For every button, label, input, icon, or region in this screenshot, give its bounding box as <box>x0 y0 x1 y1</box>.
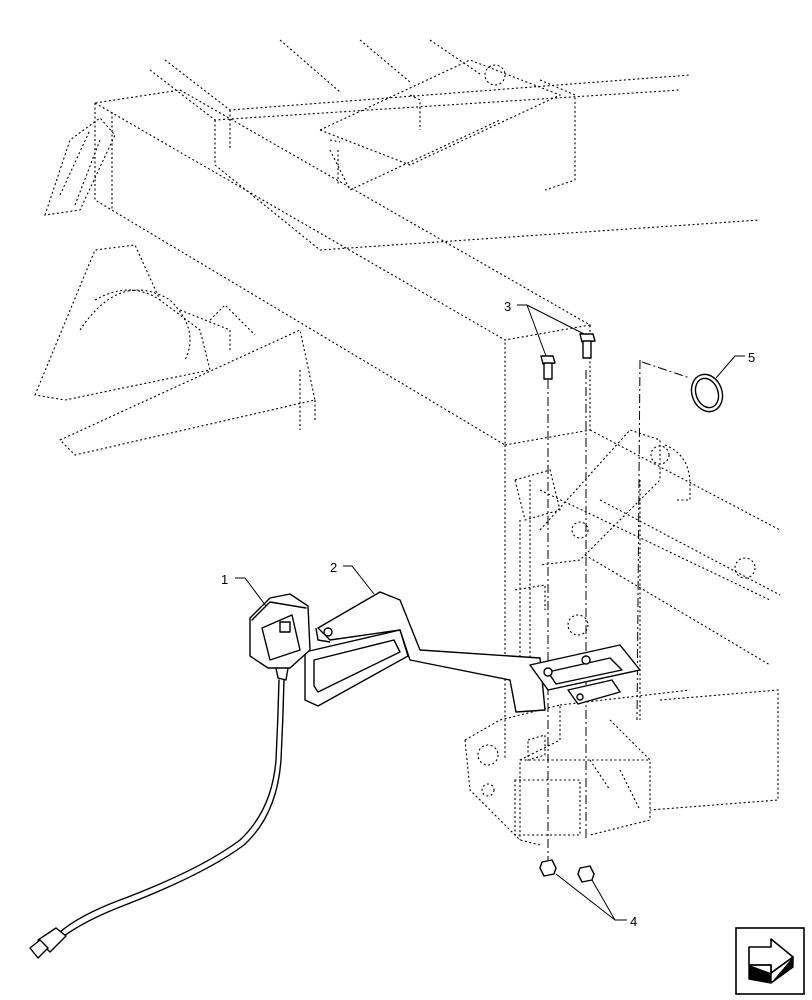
sensor-module-with-cable <box>29 593 311 959</box>
bolt <box>540 355 556 380</box>
callout-2: 2 <box>330 560 337 575</box>
leader-lines <box>235 304 745 921</box>
assembly-centerlines <box>547 359 691 860</box>
callout-4: 4 <box>630 914 637 929</box>
nut <box>577 865 595 883</box>
callout-5: 5 <box>748 350 755 365</box>
next-view-arrow-icon[interactable] <box>735 927 805 995</box>
mounting-bracket <box>304 591 641 713</box>
callout-labels: 1 2 3 4 5 <box>221 299 755 929</box>
bolt <box>579 333 596 359</box>
nuts <box>539 859 595 883</box>
nut <box>539 859 557 877</box>
o-ring <box>690 373 724 413</box>
callout-1: 1 <box>221 572 228 587</box>
machine-frame-phantom <box>34 39 781 846</box>
bolts <box>540 333 596 380</box>
callout-3: 3 <box>504 299 511 314</box>
